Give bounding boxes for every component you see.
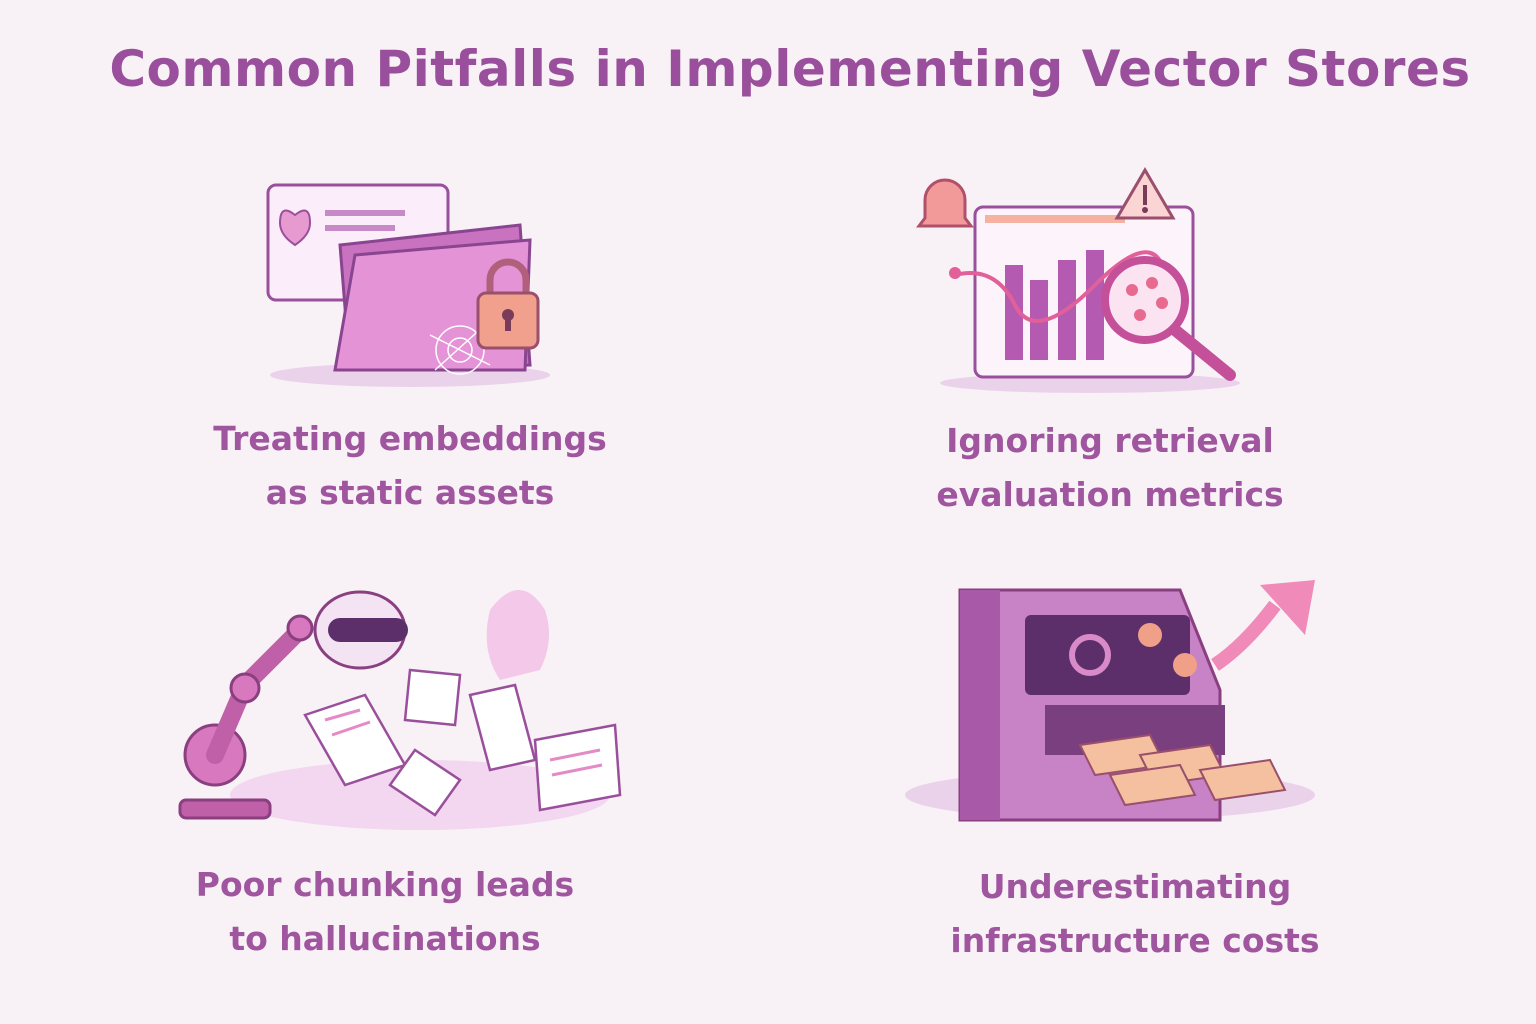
pitfall-caption-static-embeddings: Treating embeddings as static assets: [190, 412, 630, 520]
caption-line: Ignoring retrieval: [946, 421, 1274, 460]
caption-line: as static assets: [265, 473, 555, 512]
locked-folder-cobweb-icon: [266, 183, 550, 387]
dashboard-alert-magnifier-icon: [916, 167, 1240, 393]
caption-line: to hallucinations: [229, 919, 541, 958]
pitfall-caption-poor-chunking: Poor chunking leads to hallucinations: [165, 858, 605, 966]
pitfall-caption-retrieval-metrics: Ignoring retrieval evaluation metrics: [890, 414, 1330, 522]
server-machine-money-arrow-icon: [905, 580, 1315, 822]
caption-line: Poor chunking leads: [195, 865, 575, 904]
caption-line: infrastructure costs: [950, 921, 1320, 960]
pitfall-caption-infrastructure-costs: Underestimating infrastructure costs: [915, 860, 1355, 968]
robot-arm-scattered-documents-icon: [178, 590, 622, 830]
caption-line: Underestimating: [978, 867, 1292, 906]
page-title: Common Pitfalls in Implementing Vector S…: [109, 40, 1471, 98]
caption-line: Treating embeddings: [213, 419, 607, 458]
caption-line: evaluation metrics: [936, 475, 1284, 514]
